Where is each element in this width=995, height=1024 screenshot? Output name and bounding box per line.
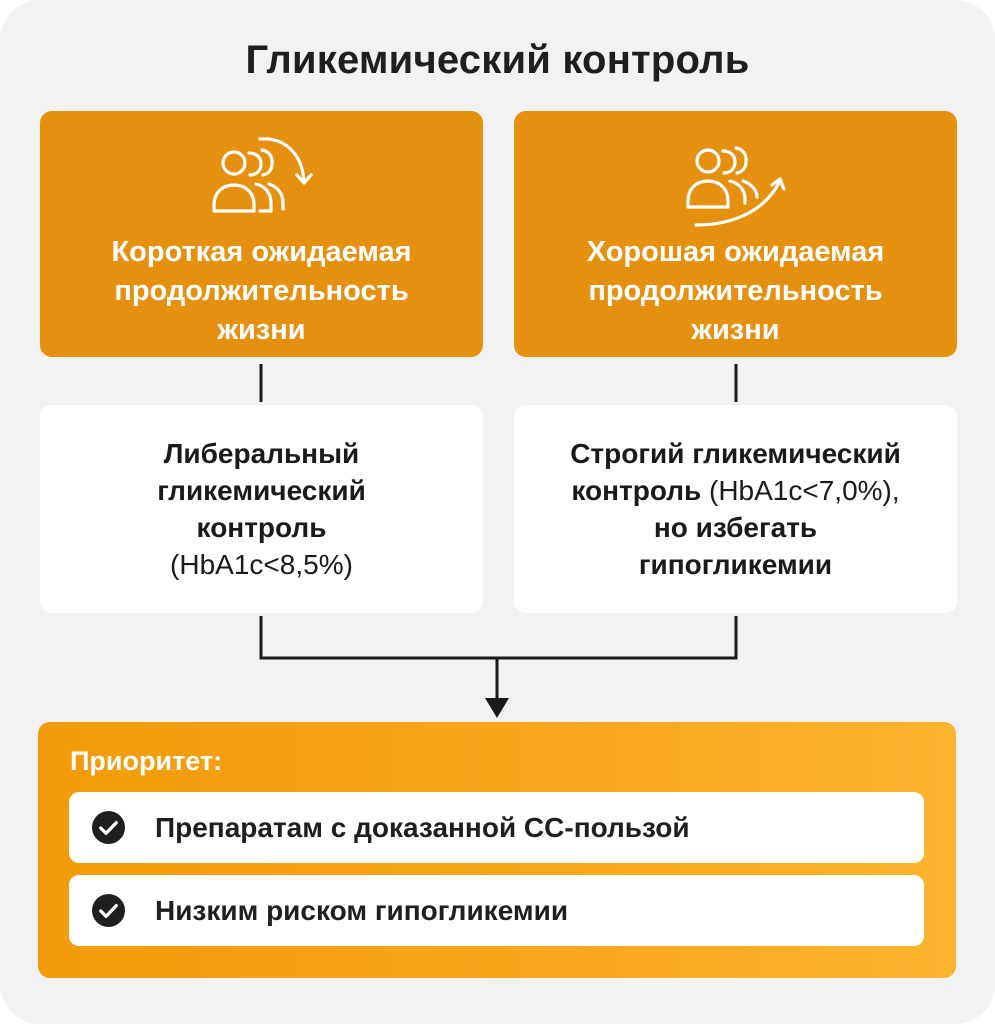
header-line: жизни — [217, 314, 306, 346]
recommendation-line: контроль (HbA1c<7,0%), — [570, 472, 901, 509]
down-arrow-head — [485, 698, 509, 718]
short-life-expectancy-box: Короткая ожидаемая продолжительность жиз… — [40, 111, 483, 357]
priority-heading: Приоритет: — [70, 746, 223, 776]
recommendation-target: (HbA1c<7,0%), — [701, 475, 900, 506]
merge-connector-line — [259, 616, 738, 660]
check-circle-icon — [91, 810, 126, 845]
header-line: Короткая ожидаемая — [111, 236, 412, 268]
check-circle-icon — [91, 893, 126, 928]
recommendation-line: гликемический — [157, 475, 366, 506]
recommendation-target: (HbA1c<8,5%) — [170, 549, 353, 580]
priority-item: Препаратам с доказанной СС-пользой — [69, 792, 924, 863]
people-trend-down-icon — [211, 137, 313, 213]
header-line: Хорошая ожидаемая — [586, 236, 885, 268]
strict-control-label: Строгий гликемический контроль (HbA1c<7,… — [556, 435, 915, 583]
strict-control-box: Строгий гликемический контроль (HbA1c<7,… — [514, 405, 957, 613]
recommendation-line: Либеральный — [163, 438, 360, 469]
priority-item-label: Низким риском гипогликемии — [155, 895, 569, 926]
good-life-expectancy-label: Хорошая ожидаемая продолжительность жизн… — [534, 233, 937, 350]
recommendation-line: гипогликемии — [638, 549, 833, 580]
good-life-expectancy-box: Хорошая ожидаемая продолжительность жизн… — [514, 111, 957, 357]
header-line: продолжительность — [588, 275, 883, 307]
header-line: жизни — [691, 314, 780, 346]
liberal-control-box: Либеральный гликемический контроль (HbA1… — [40, 405, 483, 613]
header-line: продолжительность — [114, 275, 409, 307]
priority-item: Низким риском гипогликемии — [69, 875, 924, 946]
liberal-control-label: Либеральный гликемический контроль (HbA1… — [143, 435, 380, 583]
recommendation-line: но избегать — [653, 512, 818, 543]
people-trend-up-icon — [685, 146, 786, 227]
recommendation-bold-part: контроль — [571, 475, 702, 506]
diagram-title: Гликемический контроль — [245, 38, 750, 82]
priority-box: Приоритет: Препаратам с доказанной СС-по… — [38, 722, 956, 978]
priority-item-label: Препаратам с доказанной СС-пользой — [155, 812, 690, 843]
short-life-expectancy-label: Короткая ожидаемая продолжительность жиз… — [60, 233, 463, 350]
recommendation-line: Строгий гликемический — [570, 438, 901, 469]
recommendation-line: контроль — [196, 512, 327, 543]
